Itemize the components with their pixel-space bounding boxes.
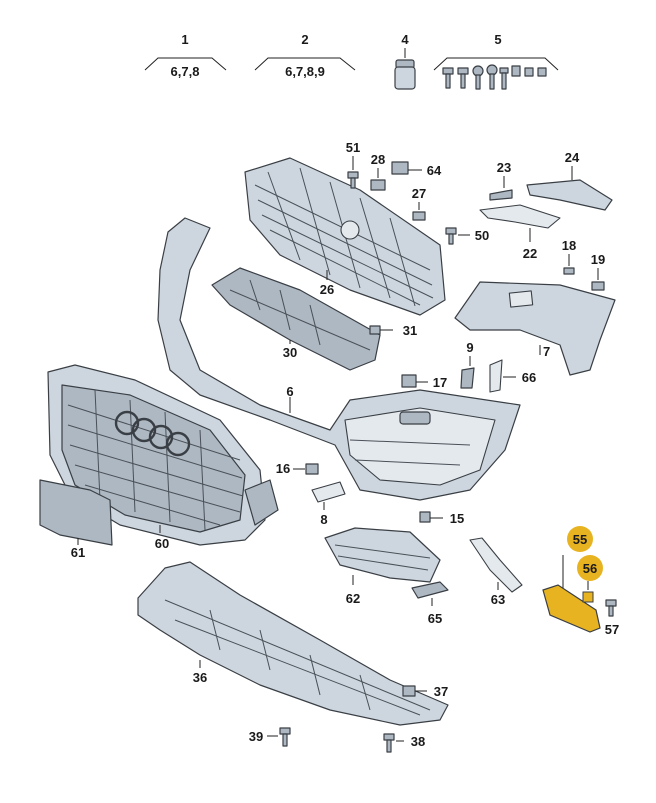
callout-1: 1	[181, 32, 188, 47]
callout-62: 62	[346, 591, 360, 606]
kit-4-bottle: 4	[394, 32, 416, 90]
part-31-screw: 31	[369, 323, 417, 338]
callout-31: 31	[403, 323, 417, 338]
part-63-bracket: 63	[469, 537, 523, 607]
callout-23: 23	[497, 160, 511, 175]
callout-39: 39	[249, 729, 263, 744]
callout-24: 24	[565, 150, 580, 165]
callout-64: 64	[427, 163, 442, 178]
part-30-reinforcement: 30	[211, 267, 381, 371]
part-18-bolt: 18	[562, 238, 576, 275]
callout-51: 51	[346, 140, 360, 155]
callout-55: 55	[573, 532, 587, 547]
part-8-cap: 8 61 62 63	[311, 481, 346, 527]
part-23-cover: 23	[489, 160, 513, 201]
part-61-plate-holder: 61	[39, 479, 113, 560]
callout-27: 27	[412, 186, 426, 201]
callout-63: 63	[491, 592, 505, 607]
callout-19: 19	[591, 252, 605, 267]
rings-emblem	[114, 410, 191, 457]
callout-60: 60	[155, 536, 169, 551]
part-15-clip: 15	[419, 511, 464, 526]
kit-group-2: 2 6,7,8,9	[254, 32, 356, 79]
callout-22: 22	[523, 246, 537, 261]
part-26-grille-insert: 26	[244, 157, 446, 316]
callout-56-highlight	[577, 555, 603, 581]
part-62-fog-grille: 62	[324, 527, 441, 606]
callout-9: 9	[466, 340, 473, 355]
callout-65: 65	[428, 611, 442, 626]
callout-56: 56	[583, 561, 597, 576]
part-55-highlighted-bracket: 55	[542, 526, 601, 633]
part-22-trim: 22	[479, 204, 561, 261]
part-39-screw: 39	[249, 727, 291, 747]
part-36-underbody-shield: 36	[137, 561, 449, 726]
part-66-trim: 66	[489, 359, 536, 393]
callout-50: 50	[475, 228, 489, 243]
kit-5-fasteners: 5	[433, 32, 559, 90]
part-19-clip: 19	[591, 252, 605, 291]
part-27-nut: 27	[412, 186, 426, 221]
callout-16: 16	[276, 461, 290, 476]
callout-4: 4	[401, 32, 409, 47]
part-7-side-bracket: 7	[454, 281, 616, 376]
callout-15: 15	[450, 511, 464, 526]
callout-28: 28	[371, 152, 385, 167]
callout-30: 30	[283, 345, 297, 360]
callout-66: 66	[522, 370, 536, 385]
part-6-bumper-cover: 6	[157, 217, 521, 501]
callout-7: 7	[543, 344, 550, 359]
callout-8: 8	[320, 512, 327, 527]
callout-57: 57	[605, 622, 619, 637]
group-2-items: 6,7,8,9	[285, 64, 325, 79]
callout-18: 18	[562, 238, 576, 253]
callout-2: 2	[301, 32, 308, 47]
group-1-items: 6,7,8	[171, 64, 200, 79]
callout-37: 37	[434, 684, 448, 699]
part-17-clip: 17	[401, 374, 447, 390]
part-50-screw: 50	[445, 227, 489, 245]
part-9-tab: 9	[460, 340, 475, 389]
callout-5: 5	[494, 32, 501, 47]
callout-55-highlight	[567, 526, 593, 552]
callout-36: 36	[193, 670, 207, 685]
part-38-screw: 38	[383, 733, 425, 753]
part-65-strip: 65	[411, 581, 449, 626]
part-16-clip: 16	[276, 461, 319, 476]
callout-38: 38	[411, 734, 425, 749]
part-24-bracket: 24	[526, 150, 613, 211]
part-51-bolt: 51	[346, 140, 360, 189]
callout-61: 61	[71, 545, 85, 560]
callout-17: 17	[433, 375, 447, 390]
kit-group-1: 1 6,7,8	[144, 32, 227, 79]
part-28-clip: 28	[370, 152, 386, 191]
part-57-screw: 57	[605, 599, 619, 637]
callout-26: 26	[320, 282, 334, 297]
part-37-clip: 37	[402, 684, 448, 699]
part-56-highlighted-clip: 56	[577, 555, 603, 603]
callout-6: 6	[286, 384, 293, 399]
part-64-bracket: 64	[391, 161, 442, 178]
